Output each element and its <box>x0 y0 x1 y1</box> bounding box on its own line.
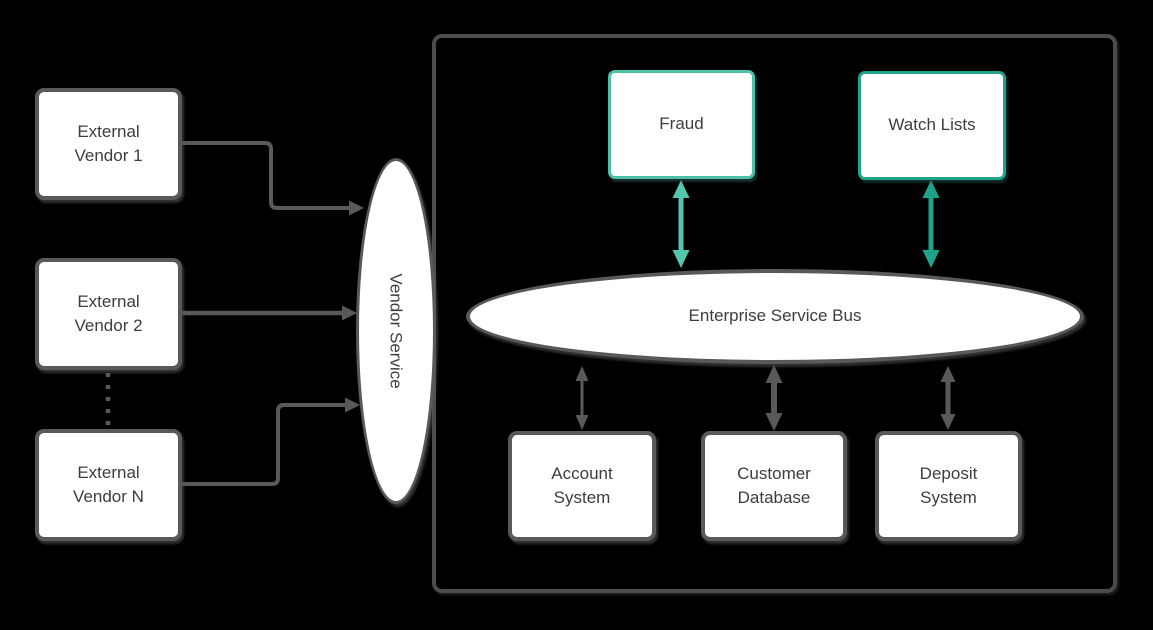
node-external-vendor-1: External Vendor 1 <box>35 88 182 200</box>
connector-vendorN-to-vendor-service <box>182 397 360 486</box>
node-watch-lists-label: Watch Lists <box>888 115 976 135</box>
node-customer-database: Customer Database <box>701 431 847 541</box>
node-external-vendor-1-label: External Vendor 1 <box>74 121 143 165</box>
arrow-esb-account-system <box>575 366 589 430</box>
arrow-esb-customer-database <box>765 365 783 431</box>
node-external-vendor-2-label: External Vendor 2 <box>74 291 143 335</box>
node-enterprise-service-bus: Enterprise Service Bus <box>466 269 1084 364</box>
node-account-system: Account System <box>508 431 656 541</box>
node-vendor-service-label: Vendor Service <box>387 273 407 389</box>
node-vendor-service: Vendor Service <box>356 158 436 504</box>
node-external-vendor-n: External Vendor N <box>35 429 182 541</box>
arrow-watchlists-esb <box>922 180 940 268</box>
arrow-esb-deposit-system <box>940 366 956 430</box>
node-fraud-label: Fraud <box>659 114 704 134</box>
node-fraud: Fraud <box>608 70 755 179</box>
node-deposit-system-label: Deposit System <box>919 463 978 507</box>
node-customer-database-label: Customer Database <box>737 463 811 507</box>
node-external-vendor-2: External Vendor 2 <box>35 258 182 370</box>
node-enterprise-service-bus-label: Enterprise Service Bus <box>688 306 862 326</box>
connector-vendor1-to-vendor-service <box>182 141 364 216</box>
node-watch-lists: Watch Lists <box>858 71 1006 180</box>
node-deposit-system: Deposit System <box>875 431 1022 541</box>
connector-vendor2-to-vendor-service <box>182 305 357 321</box>
arrow-fraud-esb <box>672 180 690 268</box>
node-account-system-label: Account System <box>551 463 613 507</box>
node-external-vendor-n-label: External Vendor N <box>73 462 144 506</box>
